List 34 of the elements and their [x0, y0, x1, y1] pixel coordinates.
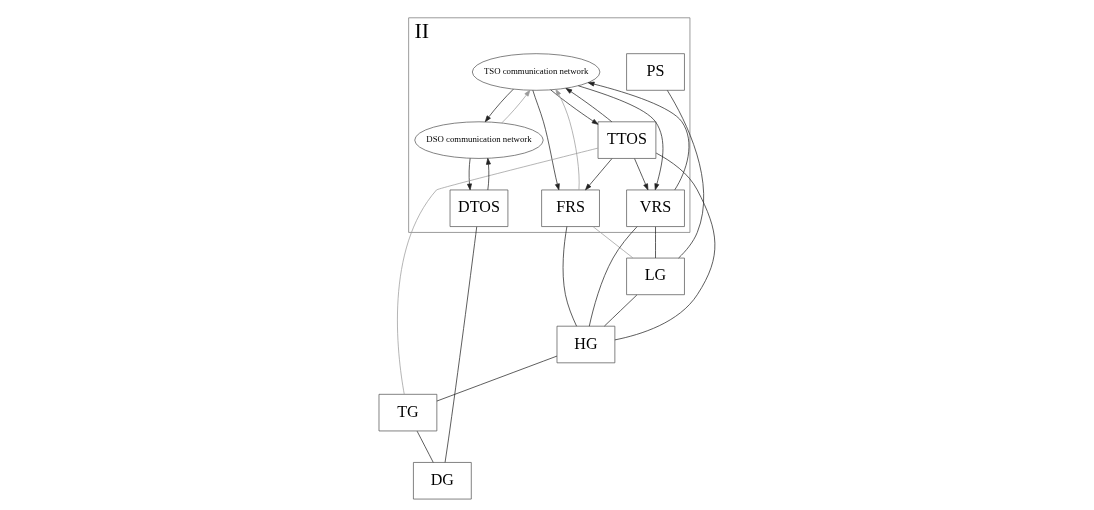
- node-box: VRS: [626, 189, 685, 227]
- arrow: [484, 88, 514, 122]
- connector: [592, 225, 634, 258]
- arrow: [634, 157, 649, 190]
- arrow: [486, 157, 491, 190]
- connector: [436, 355, 558, 401]
- node-box: PS: [626, 52, 685, 91]
- node-box: HG: [556, 325, 616, 363]
- node-box: TTOS: [597, 120, 657, 159]
- connector: [562, 225, 577, 326]
- arrow: [555, 88, 580, 190]
- connector: [397, 147, 599, 395]
- arrow: [565, 87, 613, 122]
- node-box: TG: [378, 393, 438, 431]
- arrow: [587, 81, 690, 190]
- node-ellipse: TSO communication network: [471, 52, 601, 91]
- connector: [614, 152, 716, 340]
- node-box: LG: [626, 257, 685, 295]
- node-box: FRS: [541, 189, 600, 227]
- connector: [667, 89, 705, 258]
- node-box: DG: [413, 461, 472, 499]
- arrow: [550, 89, 599, 125]
- node-ellipse: DSO communication network: [414, 120, 544, 159]
- node-box: DTOS: [449, 189, 509, 227]
- connector: [444, 225, 478, 463]
- arrow: [467, 157, 472, 190]
- arrow: [578, 84, 664, 190]
- connector: [604, 294, 638, 326]
- arrow: [532, 89, 560, 190]
- arrow: [585, 157, 613, 190]
- connector: [588, 225, 638, 327]
- arrow: [501, 89, 531, 123]
- connector: [655, 226, 656, 258]
- connector: [416, 430, 434, 463]
